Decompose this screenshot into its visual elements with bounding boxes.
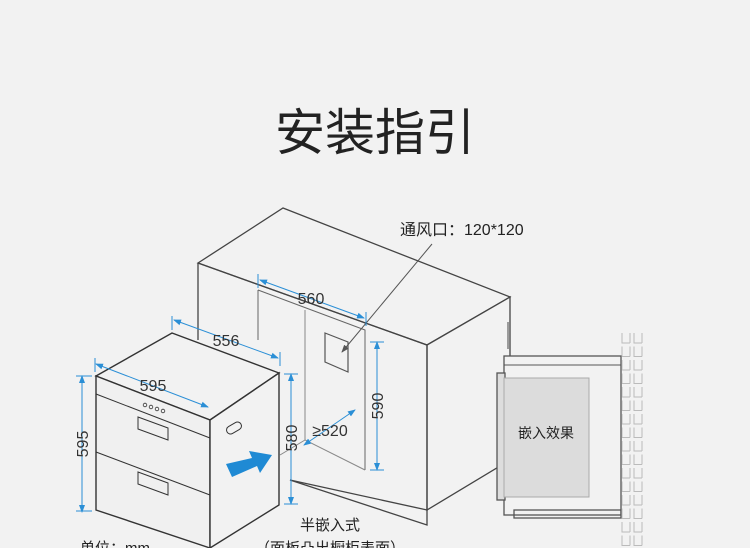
wall-brick xyxy=(621,427,631,438)
wall-brick xyxy=(633,387,643,398)
vent-label: 通风口：120*120 xyxy=(400,221,524,239)
wall-brick xyxy=(621,522,631,533)
dim-appliance-height: 595 xyxy=(75,431,92,458)
disinfection-cabinet xyxy=(94,332,281,548)
wall-brick xyxy=(633,427,643,438)
wall-brick xyxy=(633,414,643,425)
vent-pointer xyxy=(341,243,433,353)
page-title: 安装指引 xyxy=(275,105,475,161)
wall-brick xyxy=(633,454,643,465)
wall-brick xyxy=(633,360,643,371)
embedded-effect-inset: 嵌入效果 xyxy=(496,322,643,546)
wall-brick xyxy=(633,535,643,546)
dim-appliance-depth: 556 xyxy=(213,333,240,350)
install-mode-note: （面板凸出橱柜表面） xyxy=(255,539,405,548)
wall-brick xyxy=(621,535,631,546)
wall-brick xyxy=(621,360,631,371)
dim-niche-width: 560 xyxy=(298,291,325,308)
wall-brick xyxy=(633,441,643,452)
inset-label: 嵌入效果 xyxy=(518,425,574,441)
wall-brick xyxy=(633,333,643,344)
wall-brick xyxy=(633,522,643,533)
unit-label: 单位：mm xyxy=(80,540,150,548)
wall-brick xyxy=(633,400,643,411)
dim-front-height: 580 xyxy=(284,425,301,452)
wall-brick xyxy=(621,468,631,479)
wall-brick xyxy=(621,346,631,357)
dim-niche-height: 590 xyxy=(370,393,387,420)
wall-brick xyxy=(621,373,631,384)
wall-brick xyxy=(633,508,643,519)
vent-opening xyxy=(324,332,349,373)
cabinet xyxy=(196,207,512,526)
insert-direction-arrow xyxy=(226,451,272,477)
wall-brick xyxy=(633,346,643,357)
install-mode-label: 半嵌入式 xyxy=(300,517,360,534)
dimension-lines xyxy=(76,274,384,513)
wall-brick xyxy=(621,454,631,465)
wall-brick xyxy=(621,441,631,452)
wall-brick xyxy=(621,481,631,492)
wall-brick xyxy=(621,400,631,411)
wall-brick xyxy=(621,387,631,398)
wall-brick xyxy=(633,468,643,479)
dim-appliance-width: 595 xyxy=(140,378,167,395)
wall-brick xyxy=(633,373,643,384)
dim-niche-depth: ≥520 xyxy=(312,423,348,440)
wall-brick xyxy=(621,333,631,344)
wall-brick xyxy=(621,508,631,519)
wall-brick xyxy=(621,495,631,506)
wall-brick xyxy=(633,495,643,506)
wall-brick xyxy=(621,414,631,425)
wall-brick xyxy=(633,481,643,492)
